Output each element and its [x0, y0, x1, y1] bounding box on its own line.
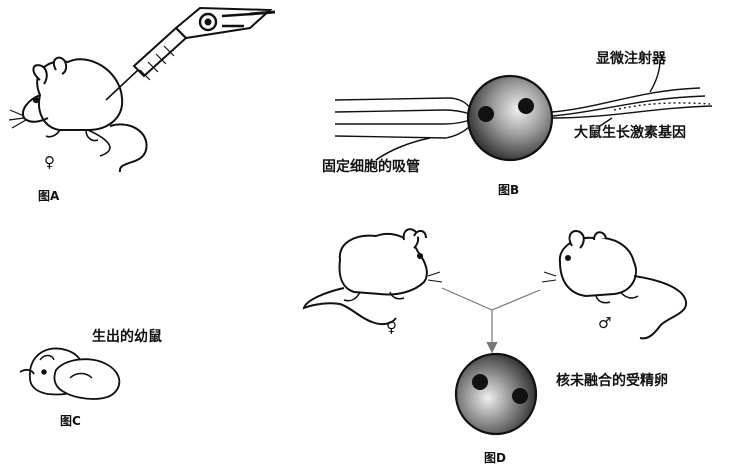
panel-b-holding-pipette: [334, 97, 471, 161]
panel-b-microinjector: [551, 59, 713, 127]
panel-d-female-mouse: [302, 228, 443, 326]
female-symbol-d: ♀: [386, 318, 397, 336]
panel-label-c: 图C: [60, 414, 81, 428]
panel-b-zygote: [466, 74, 554, 162]
label-holding-pipette: 固定细胞的吸管: [322, 159, 420, 175]
panel-label-d: 图D: [484, 451, 506, 465]
panel-label-b: 图B: [498, 183, 520, 197]
label-microinjector: 显微注射器: [596, 51, 666, 67]
label-growth-hormone-gene: 大鼠生长激素基因: [574, 125, 686, 141]
male-symbol-d: ♂: [598, 314, 612, 332]
panel-c-offspring: [19, 347, 121, 400]
panel-label-a: 图A: [38, 189, 60, 203]
panel-a-syringe: [105, 6, 276, 101]
label-offspring: 生出的幼鼠: [92, 329, 162, 345]
panel-a-mouse: [8, 56, 148, 173]
panel-d-male-mouse: [541, 230, 688, 340]
panel-d-zygote: [454, 352, 538, 436]
female-symbol-a: ♀: [44, 153, 55, 171]
panel-d-cross-arrow: [441, 287, 541, 354]
label-zygote: 核未融合的受精卵: [556, 373, 668, 389]
